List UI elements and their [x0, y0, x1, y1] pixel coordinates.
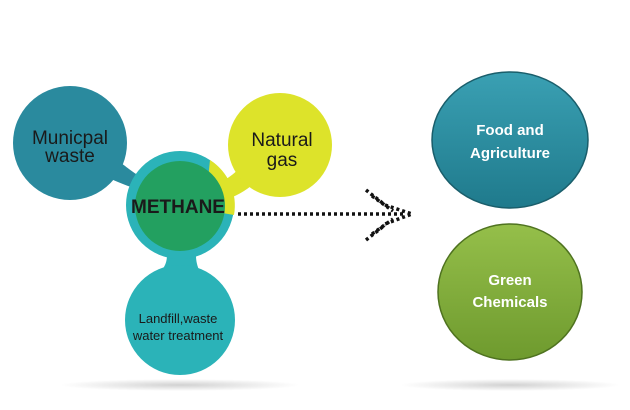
food-line2: Agriculture	[470, 145, 550, 162]
landfill-line2: water treatment	[132, 328, 224, 343]
food-line1: Food and	[476, 122, 544, 139]
arrow-head-lower	[364, 217, 395, 242]
natural-gas-line1: Natural	[251, 130, 312, 151]
arrow-head-upper	[364, 188, 395, 213]
left-shadow	[60, 379, 300, 391]
methane-label: METHANE	[131, 197, 225, 218]
natural-gas-line2: gas	[267, 150, 298, 171]
green-chemicals-node	[437, 223, 583, 361]
food-agriculture-node	[431, 71, 589, 209]
chemicals-line1: Green	[488, 272, 531, 289]
municipal-line1: Municpal	[32, 128, 108, 149]
landfill-node	[125, 265, 235, 375]
chemicals-line2: Chemicals	[472, 294, 547, 311]
municipal-line2: waste	[44, 146, 95, 167]
landfill-line1: Landfill,waste	[139, 311, 218, 326]
natural-gas-node	[228, 93, 332, 197]
municipal-waste-node	[13, 86, 127, 200]
methane-node	[135, 161, 225, 251]
right-shadow	[400, 379, 620, 391]
